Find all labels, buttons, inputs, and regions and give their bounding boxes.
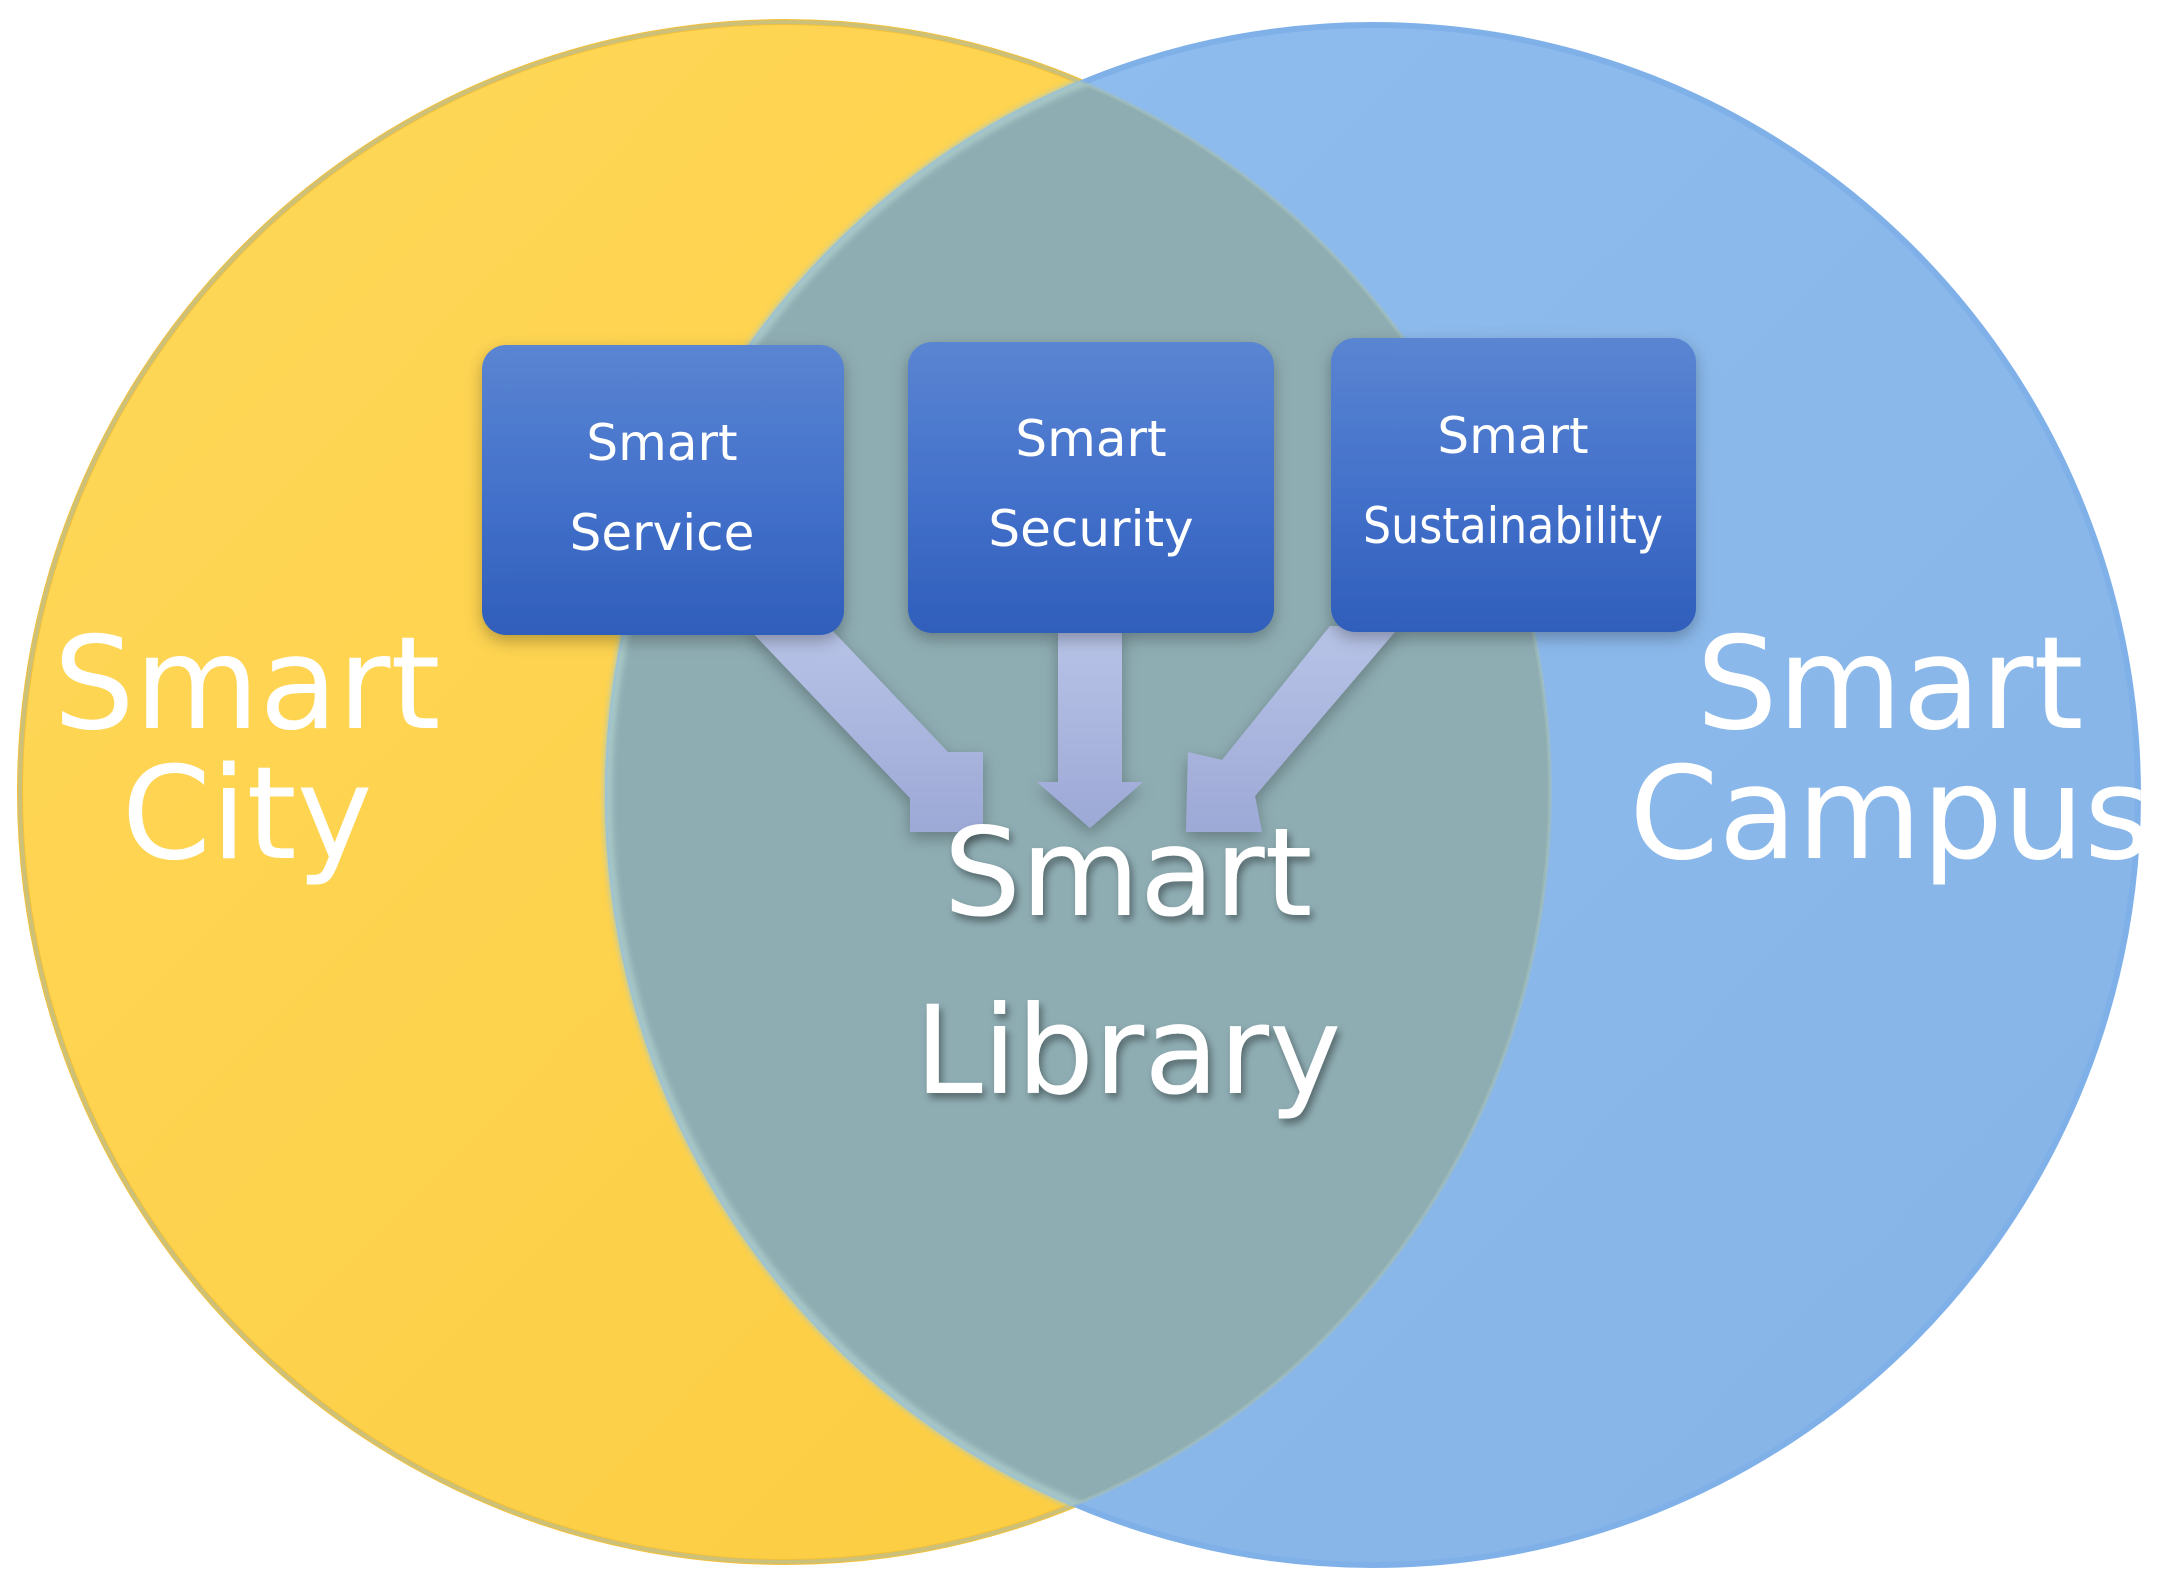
- smart-campus-label-line2: Campus: [1629, 740, 2151, 889]
- smart-service-label-line2: Service: [570, 504, 755, 562]
- smart-security-label: Smart: [1015, 410, 1166, 468]
- smart-library-label-line2: Library: [915, 980, 1342, 1122]
- smart-city-label: Smart: [53, 610, 440, 759]
- arrow-down-icon: [1037, 628, 1143, 828]
- smart-library-label: Smart: [943, 802, 1312, 944]
- arrow-down-icon: [748, 628, 983, 832]
- smart-service-box: [482, 345, 844, 635]
- smart-security-box: [908, 342, 1274, 633]
- smart-sustainability-box: [1331, 338, 1696, 632]
- smart-service-label: Smart: [586, 414, 737, 472]
- arrow-down-icon: [1186, 626, 1400, 832]
- smart-security-label-line2: Security: [988, 500, 1193, 558]
- smart-campus-label: Smart: [1696, 610, 2083, 759]
- smart-sustainability-label: Smart: [1437, 407, 1588, 465]
- smart-sustainability-label-line2: Sustainability: [1363, 497, 1663, 555]
- smart-city-label-line2: City: [122, 740, 373, 889]
